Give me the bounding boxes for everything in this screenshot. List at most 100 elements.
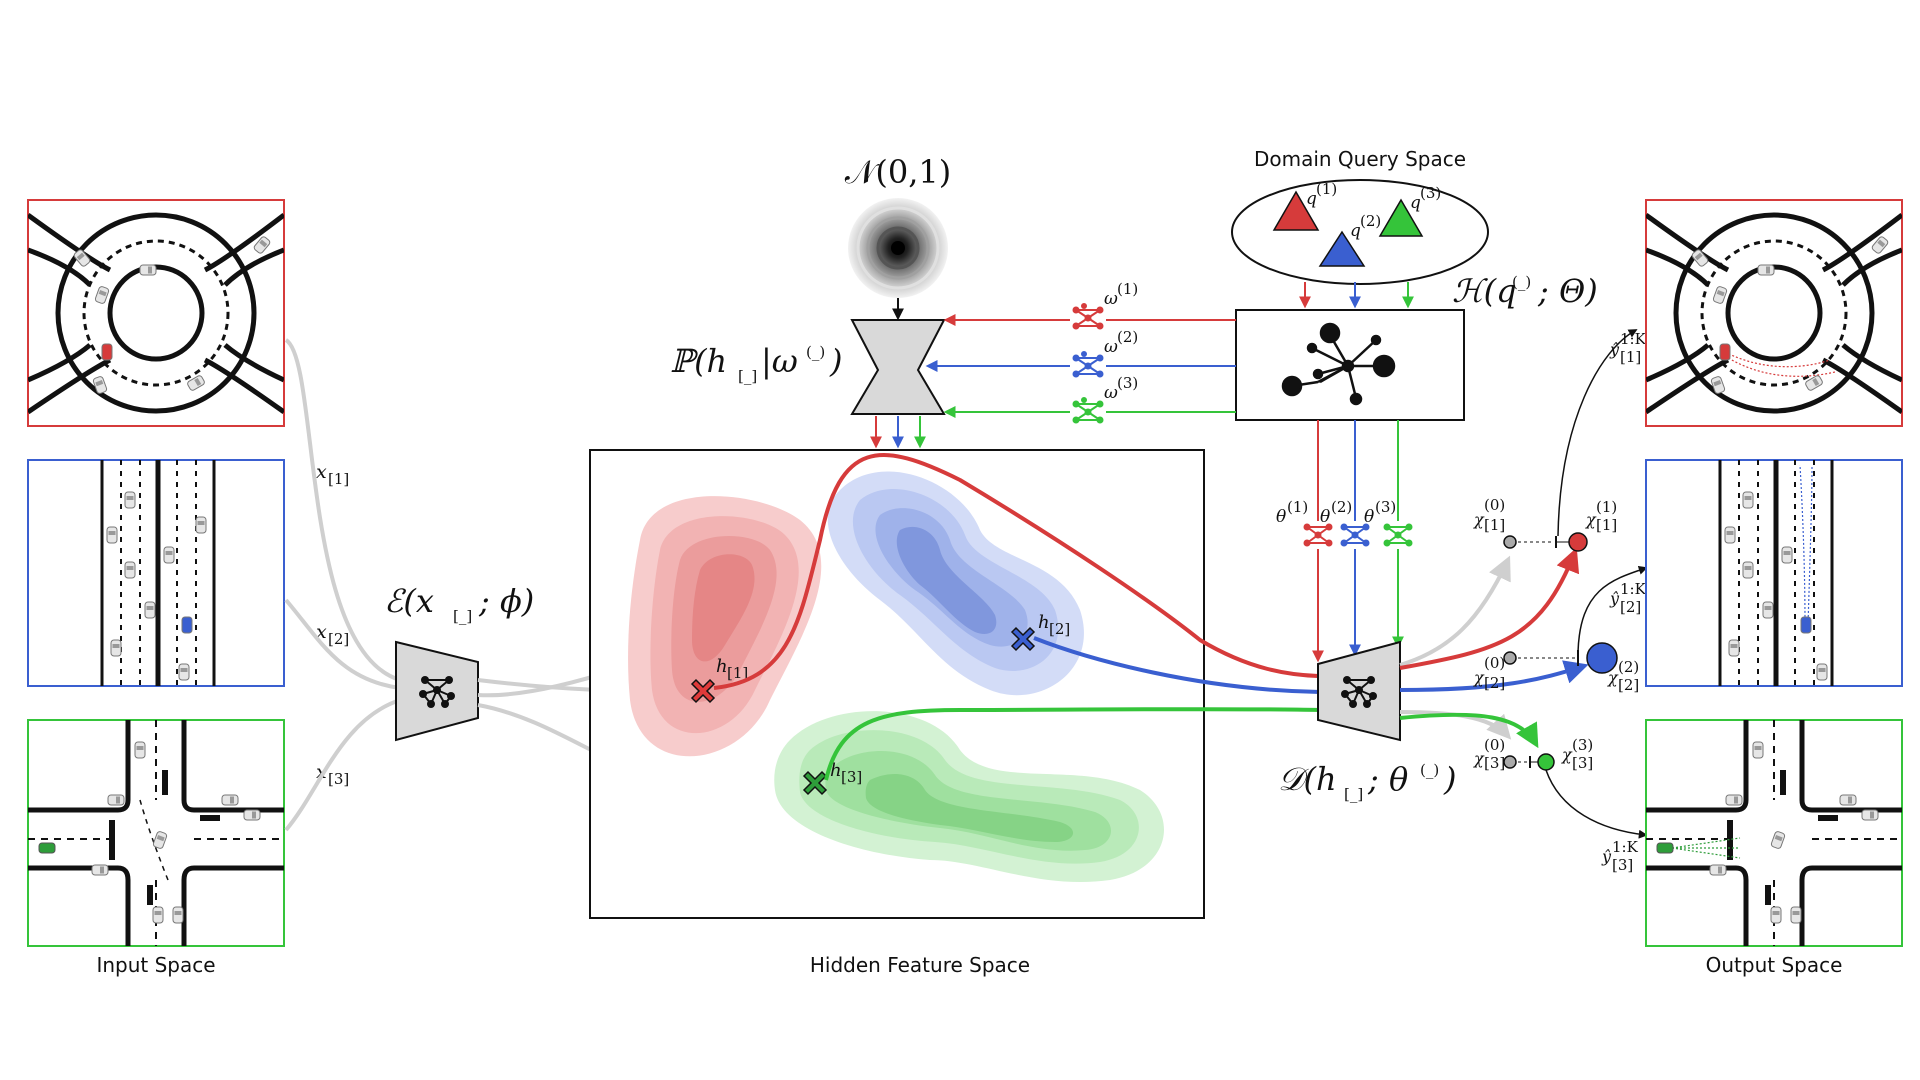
- svg-text:θ: θ: [1364, 507, 1374, 527]
- svg-text:[2]: [2]: [1620, 598, 1641, 616]
- theta2-weights: [1339, 521, 1371, 549]
- svg-text:χ: χ: [1585, 510, 1597, 529]
- yhat3-label: ŷ 1:K [3]: [1601, 838, 1639, 874]
- svg-text:𝒩(0,1): 𝒩(0,1): [845, 153, 952, 191]
- svg-text:|ω: |ω: [761, 342, 798, 380]
- encoder-module: [395, 640, 479, 742]
- svg-text:[3]: [3]: [1612, 856, 1633, 874]
- svg-text:x: x: [316, 621, 327, 643]
- svg-text:(1): (1): [1596, 498, 1617, 516]
- svg-text:[3]: [3]: [841, 768, 862, 786]
- svg-text:(3): (3): [1420, 184, 1441, 202]
- svg-text:q: q: [1350, 221, 1361, 241]
- hyper-formula: ℋ(q (_) ; Θ): [1452, 272, 1598, 310]
- svg-text:ℙ(h: ℙ(h: [670, 342, 727, 380]
- h1-label: h [1]: [716, 656, 748, 682]
- svg-text:; θ: ; θ: [1367, 760, 1408, 798]
- svg-text:h: h: [1038, 612, 1050, 633]
- svg-text:[1]: [1]: [1596, 516, 1617, 534]
- prior-formula: ℙ(h [_] |ω (_) ): [670, 342, 842, 385]
- decoder-module: [1317, 640, 1401, 742]
- svg-text:[2]: [2]: [328, 630, 349, 648]
- hypernetwork-module: [1235, 309, 1465, 421]
- svg-text:(2): (2): [1360, 212, 1381, 230]
- svg-text:(0): (0): [1484, 496, 1505, 514]
- input-panel-highway: [27, 459, 285, 687]
- svg-text:): ): [829, 342, 842, 380]
- omega1-label: ω(1): [1104, 280, 1138, 309]
- svg-text:ŷ: ŷ: [1601, 847, 1612, 866]
- theta2-label: θ(2): [1320, 498, 1352, 527]
- q1-triangle: [1272, 190, 1320, 231]
- h2-marker: [1010, 626, 1036, 652]
- input-space-caption: Input Space: [96, 953, 215, 977]
- hidden-to-decoder-paths: [713, 453, 1321, 781]
- svg-text:(2): (2): [1331, 498, 1352, 516]
- svg-text:ω: ω: [1104, 383, 1118, 403]
- svg-text:χ: χ: [1561, 745, 1573, 764]
- q3-label: q (3): [1410, 184, 1441, 213]
- green-density-blob: [774, 711, 1164, 883]
- h3-marker: [802, 770, 828, 796]
- svg-text:(_): (_): [1420, 761, 1439, 779]
- hidden-feature-space: h [1] h [2] h [3]: [589, 449, 1205, 919]
- output-space-caption: Output Space: [1706, 953, 1843, 977]
- input-panel-roundabout: [27, 199, 285, 427]
- svg-text:[1]: [1]: [1620, 348, 1641, 366]
- chi-labels: χ (0) [1] χ (1) [1] χ (0) [2] χ (2) [2] …: [1473, 496, 1639, 772]
- svg-text:; Θ): ; Θ): [1537, 272, 1598, 310]
- svg-text:x: x: [316, 461, 327, 483]
- svg-text:ℰ(x: ℰ(x: [384, 582, 434, 620]
- svg-text:ω: ω: [1104, 337, 1118, 357]
- decoder-formula: 𝒟(h [_] ; θ (_) ): [1278, 760, 1456, 803]
- svg-text:(1): (1): [1287, 498, 1308, 516]
- theta3-label: θ(3): [1364, 498, 1396, 527]
- svg-text:θ: θ: [1320, 507, 1330, 527]
- svg-text:[_]: [_]: [453, 607, 472, 625]
- svg-text:(3): (3): [1375, 498, 1396, 516]
- normal-formula: 𝒩(0,1): [845, 153, 952, 191]
- svg-text:(1): (1): [1316, 180, 1337, 198]
- svg-text:): ): [1443, 760, 1456, 798]
- svg-text:(_): (_): [1512, 273, 1531, 291]
- svg-text:h: h: [830, 760, 842, 781]
- omega3-label: ω(3): [1104, 374, 1138, 403]
- svg-text:ŷ: ŷ: [1609, 340, 1620, 359]
- svg-text:χ: χ: [1473, 510, 1485, 529]
- svg-text:𝒟(h: 𝒟(h: [1278, 760, 1337, 798]
- svg-text:[2]: [2]: [1049, 620, 1070, 638]
- svg-text:q: q: [1306, 189, 1317, 209]
- svg-text:[3]: [3]: [1572, 754, 1593, 772]
- gaussian-blob-icon: [848, 198, 948, 298]
- svg-text:[3]: [3]: [1484, 754, 1505, 772]
- chi-to-output-arrows: [1545, 329, 1648, 839]
- theta1-label: θ(1): [1276, 498, 1308, 527]
- h3-label: h [3]: [830, 760, 862, 786]
- output-panel-roundabout: [1645, 199, 1903, 427]
- svg-text:x: x: [316, 761, 327, 783]
- input-panel-intersection: [27, 719, 285, 947]
- svg-text:1:K: 1:K: [1612, 838, 1639, 856]
- svg-text:; ϕ): ; ϕ): [478, 582, 534, 620]
- omega3-weights: [1070, 397, 1106, 426]
- svg-text:[_]: [_]: [738, 367, 757, 385]
- svg-text:[1]: [1]: [727, 664, 748, 682]
- svg-text:χ: χ: [1607, 668, 1619, 687]
- domain-query-caption: Domain Query Space: [1254, 147, 1466, 171]
- svg-text:(_): (_): [806, 343, 825, 361]
- svg-text:q: q: [1410, 193, 1421, 213]
- q2-triangle: [1318, 230, 1366, 267]
- q3-triangle: [1378, 198, 1424, 237]
- svg-text:(3): (3): [1117, 374, 1138, 392]
- yhat2-label: ŷ 1:K [2]: [1609, 580, 1647, 616]
- encoder-formula: ℰ(x [_] ; ϕ): [384, 582, 534, 625]
- theta1-weights: [1302, 521, 1334, 549]
- svg-text:χ: χ: [1473, 749, 1485, 768]
- svg-text:χ: χ: [1473, 668, 1485, 687]
- q1-label: q (1): [1306, 180, 1337, 209]
- svg-text:1:K: 1:K: [1620, 580, 1647, 598]
- svg-text:(2): (2): [1117, 328, 1138, 346]
- svg-text:(0): (0): [1484, 736, 1505, 754]
- svg-text:[2]: [2]: [1618, 676, 1639, 694]
